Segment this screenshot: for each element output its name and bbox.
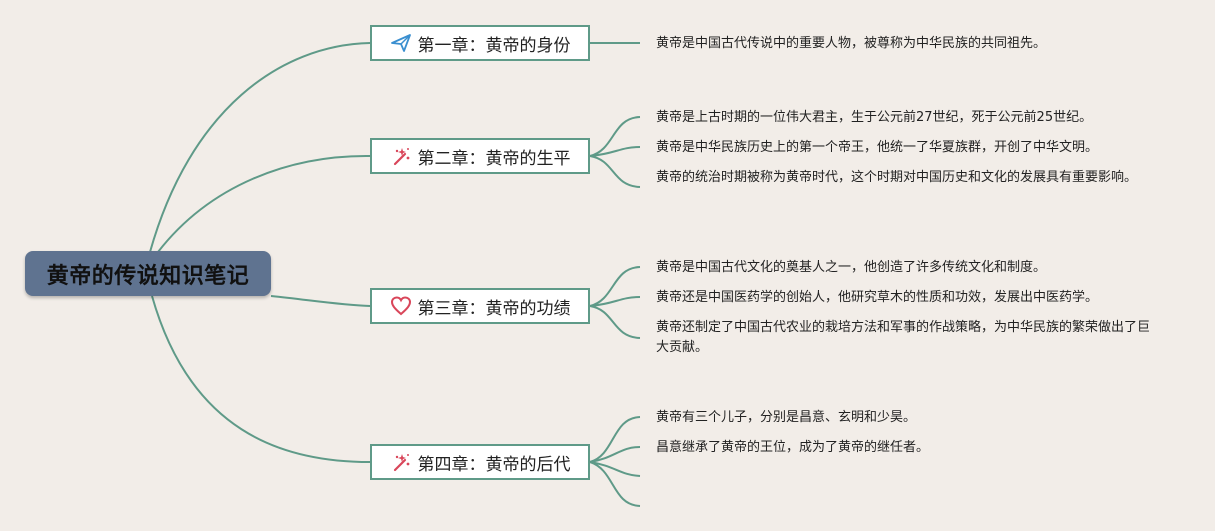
chapter-2-note-1[interactable]: 黄帝是上古时期的一位伟大君主，生于公元前27世纪，死于公元前25世纪。 — [656, 110, 1093, 125]
chapter-4-title: 第四章：黄帝的后代 — [417, 454, 571, 475]
chapter-1-note-1[interactable]: 黄帝是中国古代传说中的重要人物，被尊称为中华民族的共同祖先。 — [656, 36, 1047, 51]
chapter-2-title: 第二章：黄帝的生平 — [417, 148, 571, 169]
connector-ch2-note3 — [589, 155, 641, 188]
connector-ch4-note2 — [589, 446, 641, 463]
connector-ch3-note3 — [589, 305, 641, 339]
chapter-2-node[interactable]: 第二章：黄帝的生平 — [370, 138, 590, 174]
connector-root-ch2 — [157, 154, 371, 253]
connector-ch2-note2 — [589, 146, 641, 157]
chapter-3-title: 第三章：黄帝的功绩 — [417, 298, 571, 319]
sparkle-wand-icon — [390, 451, 412, 473]
connector-ch3-note2 — [589, 296, 641, 307]
chapter-1-node[interactable]: 第一章：黄帝的身份 — [370, 25, 590, 61]
connector-root-ch1 — [149, 42, 371, 253]
connector-root-ch3 — [270, 295, 371, 307]
chapter-3-note-2[interactable]: 黄帝还是中国医药学的创始人，他研究草木的性质和功效，发展出中医药学。 — [656, 290, 1099, 305]
paper-plane-icon — [390, 32, 412, 54]
connector-ch3-note1 — [589, 266, 641, 307]
connector-ch4-note1 — [589, 416, 641, 463]
chapter-1-title: 第一章：黄帝的身份 — [417, 35, 571, 56]
chapter-2-note-2[interactable]: 黄帝是中华民族历史上的第一个帝王，他统一了华夏族群，开创了中华文明。 — [656, 140, 1099, 155]
sparkle-wand-icon — [390, 145, 412, 167]
chapter-4-node[interactable]: 第四章：黄帝的后代 — [370, 444, 590, 480]
connector-ch4-note4 — [589, 461, 641, 507]
root-topic[interactable]: 黄帝的传说知识笔记 — [25, 251, 271, 296]
connector-ch4-note3 — [589, 461, 641, 477]
connector-root-ch4 — [151, 295, 371, 463]
chapter-4-note-1[interactable]: 黄帝有三个儿子，分别是昌意、玄明和少昊。 — [656, 410, 917, 425]
connector-ch2-note1 — [589, 116, 641, 157]
chapter-4-note-2[interactable]: 昌意继承了黄帝的王位，成为了黄帝的继任者。 — [656, 440, 930, 455]
chapter-3-node[interactable]: 第三章：黄帝的功绩 — [370, 288, 590, 324]
root-topic-label: 黄帝的传说知识笔记 — [46, 263, 250, 289]
heart-icon — [390, 295, 412, 317]
chapter-3-note-3[interactable]: 黄帝还制定了中国古代农业的栽培方法和军事的作战策略，为中华民族的繁荣做出了巨大贡… — [656, 320, 1151, 355]
chapter-3-note-1[interactable]: 黄帝是中国古代文化的奠基人之一，他创造了许多传统文化和制度。 — [656, 260, 1047, 275]
chapter-2-note-3[interactable]: 黄帝的统治时期被称为黄帝时代，这个时期对中国历史和文化的发展具有重要影响。 — [656, 170, 1138, 185]
